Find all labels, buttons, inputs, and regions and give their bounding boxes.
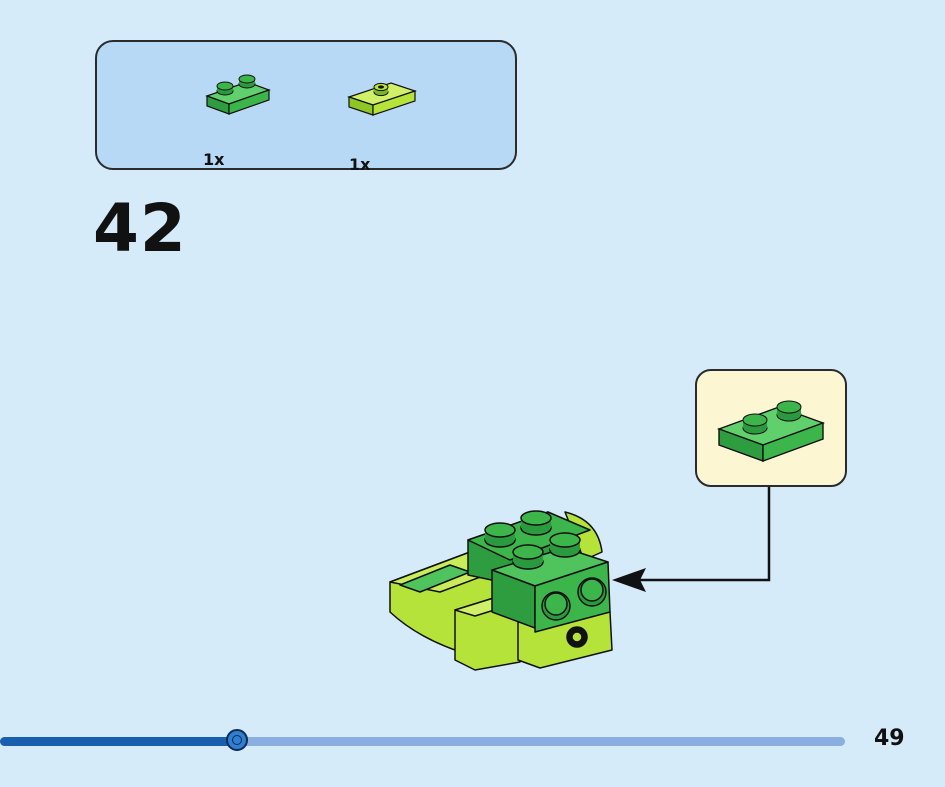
part-item: 1x (203, 70, 273, 169)
progress-knob (225, 729, 248, 751)
page-number: 49 (874, 726, 905, 751)
part-quantity: 1x (203, 150, 225, 169)
callout-box (695, 369, 847, 487)
part-quantity: 1x (349, 155, 371, 174)
connector-line (640, 487, 771, 582)
lego-frog-model-icon (389, 510, 613, 671)
arrow-icon (612, 568, 646, 592)
part-item: 1x (347, 75, 417, 174)
progress-fill (0, 737, 237, 746)
green-plate-1x2-icon (205, 74, 271, 115)
parts-list-panel: 1x 1x (95, 40, 517, 174)
lime-jumper-plate-1x2-icon (347, 82, 417, 116)
step-number: 42 (93, 190, 187, 267)
green-plate-1x2-icon (716, 400, 826, 463)
progress-bar (0, 729, 845, 751)
